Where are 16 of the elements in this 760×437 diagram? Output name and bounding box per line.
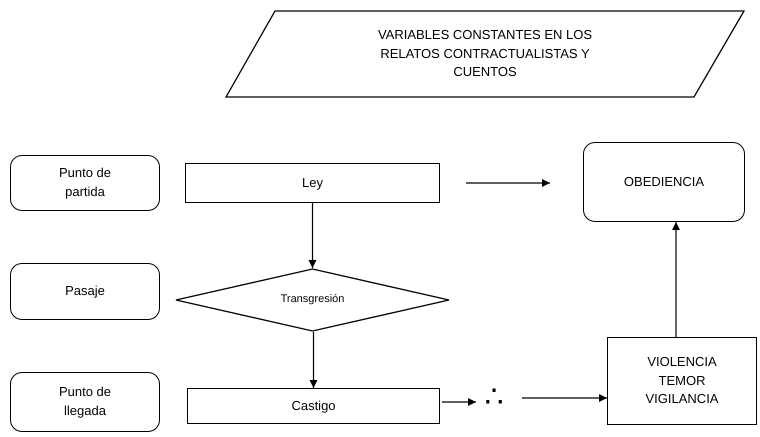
arrow <box>672 222 680 337</box>
arrow <box>310 332 318 388</box>
process-box: Ley <box>185 163 440 203</box>
therefore-symbol: ∴ <box>476 380 520 416</box>
arrow <box>442 398 476 406</box>
arrow <box>308 203 316 268</box>
stage-box: Punto de partida <box>10 155 160 211</box>
result-box: VIOLENCIA TEMOR VIGILANCIA <box>607 337 757 425</box>
arrow <box>522 394 607 402</box>
process-box: Castigo <box>187 388 440 424</box>
stage-box: Punto de llegada <box>10 372 160 432</box>
stage-box: Pasaje <box>10 263 160 320</box>
title-parallelogram: VARIABLES CONSTANTES EN LOS RELATOS CONTRACTUALISTAS Y CUENTOS <box>225 10 745 98</box>
decision-diamond: Transgresión <box>175 268 450 332</box>
arrow <box>466 179 550 187</box>
outcome-box: OBEDIENCIA <box>583 142 745 222</box>
